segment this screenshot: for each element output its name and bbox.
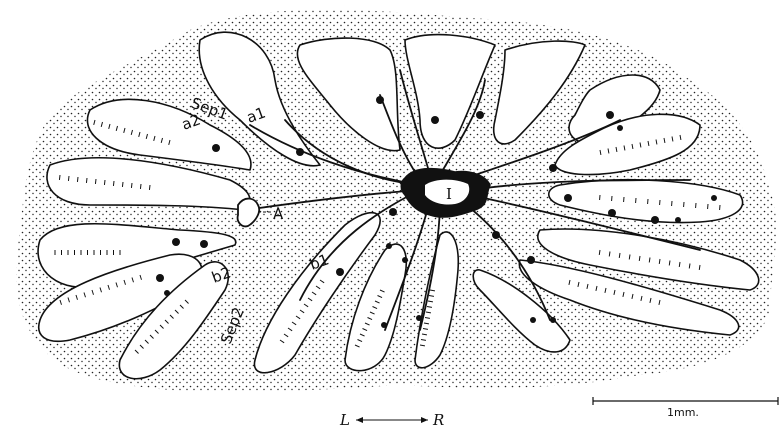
arrowhead-left xyxy=(356,417,363,423)
orientation-indicator: L R xyxy=(339,411,444,429)
label-central-body: I xyxy=(446,185,452,203)
orientation-left: L xyxy=(339,411,350,429)
orientation-right: R xyxy=(432,411,444,429)
scale-label: 1mm. xyxy=(667,406,699,419)
label-a: A xyxy=(273,205,284,223)
arrowhead-right xyxy=(421,417,428,423)
scale-bar: 1mm. xyxy=(593,397,778,419)
